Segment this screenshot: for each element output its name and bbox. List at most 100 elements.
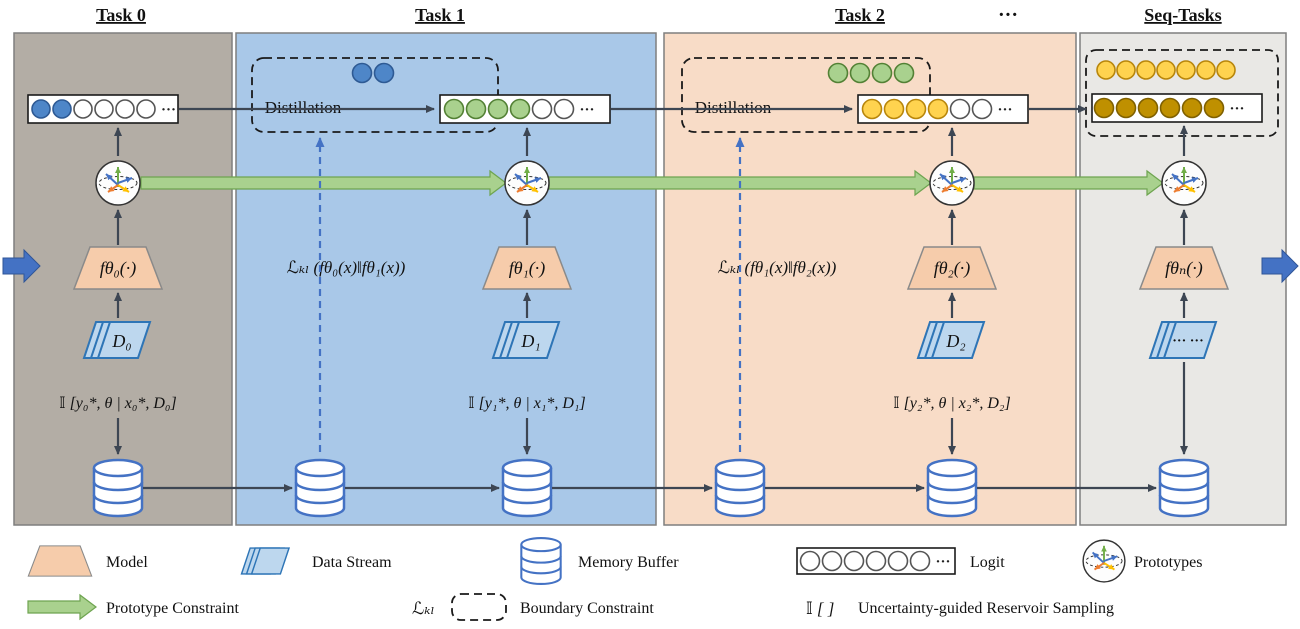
logit-circle xyxy=(1196,60,1216,80)
kl-loss-label-1-2: ℒₖₗ (fθ₁(x)‖fθ₂(x)) xyxy=(718,258,837,277)
logit-circle xyxy=(849,62,871,84)
logit-circle xyxy=(465,98,487,120)
logit-circle xyxy=(1136,60,1156,80)
seq-top-logits xyxy=(1096,60,1236,80)
logit-circle xyxy=(1181,97,1203,119)
prototype-constraint-arrow-2-N xyxy=(973,169,1164,197)
data-label-task0: D₀ xyxy=(111,331,131,351)
data-label-task2: D₂ xyxy=(945,331,965,351)
legend-prototype-constraint-icon xyxy=(27,593,97,621)
data-label-seq: ··· ··· xyxy=(1172,334,1204,349)
logit-circle xyxy=(351,62,373,84)
logits-task1: ··· xyxy=(443,98,595,120)
logit-circle xyxy=(827,62,849,84)
model-label-seq: fθₙ(·) xyxy=(1165,258,1203,279)
logit-circle xyxy=(1176,60,1196,80)
header-task1: Task 1 xyxy=(415,5,465,25)
logit-circle xyxy=(1137,97,1159,119)
logit-circle xyxy=(1203,97,1225,119)
distillation-label-task2: Distillation xyxy=(695,98,772,117)
logit-circle xyxy=(927,98,949,120)
kl-loss-label-0-1: ℒₖₗ (fθ₀(x)‖fθ₁(x)) xyxy=(287,258,406,277)
logit-circle xyxy=(909,550,931,572)
logit-circle xyxy=(893,62,915,84)
ellipsis: ··· xyxy=(998,102,1013,118)
header-task0: Task 0 xyxy=(96,5,146,25)
logit-circle xyxy=(73,99,93,119)
legend-prototype-constraint-label: Prototype Constraint xyxy=(106,600,239,617)
ellipsis: ··· xyxy=(161,102,176,118)
logit-circle xyxy=(443,98,465,120)
ellipsis: ··· xyxy=(936,554,951,570)
logit-circle xyxy=(52,99,72,119)
legend-data-stream-icon xyxy=(240,547,290,575)
sampling-label-task1: 𝕀 [y₁*, θ | x₁*, D₁] xyxy=(468,395,585,412)
logit-circle xyxy=(905,98,927,120)
prototypes-sphere-task1 xyxy=(505,161,549,205)
logit-circle xyxy=(1156,60,1176,80)
legend-prototypes-icon xyxy=(1083,540,1125,582)
distillation-label-task1: Distillation xyxy=(265,98,342,117)
header-seq-tasks: Seq-Tasks xyxy=(1144,5,1221,25)
logit-circle xyxy=(1115,97,1137,119)
logits-task2: ··· xyxy=(861,98,1013,120)
memory-buffer-task0 xyxy=(92,458,144,518)
logit-circle xyxy=(487,98,509,120)
logit-circle xyxy=(861,98,883,120)
legend-model-icon xyxy=(27,545,93,577)
legend-prototypes-label: Prototypes xyxy=(1134,554,1202,571)
legend-sampling-label: Uncertainty-guided Reservoir Sampling xyxy=(858,600,1114,617)
legend-logit-label: Logit xyxy=(970,554,1005,571)
model-label-task0: fθ₀(·) xyxy=(100,258,137,279)
logit-circle xyxy=(883,98,905,120)
legend-logit-circles: ··· xyxy=(799,550,951,572)
legend-boundary-constraint-label: Boundary Constraint xyxy=(520,600,654,617)
prototypes-sphere-seq xyxy=(1162,161,1206,205)
data-label-task1: D₁ xyxy=(520,331,540,351)
logit-circle xyxy=(115,99,135,119)
logit-circle xyxy=(1159,97,1181,119)
seq-boundary-box xyxy=(1085,49,1279,137)
memory-buffer-task2b xyxy=(926,458,978,518)
prev-logits-task1 xyxy=(827,62,915,84)
logit-circle xyxy=(865,550,887,572)
legend-memory-buffer-label: Memory Buffer xyxy=(578,554,679,571)
logit-circle xyxy=(31,99,51,119)
logit-circle xyxy=(887,550,909,572)
header-task2: Task 2 xyxy=(835,5,885,25)
logit-circle xyxy=(821,550,843,572)
legend-boundary-box-icon xyxy=(451,593,507,621)
logit-circle xyxy=(949,98,971,120)
logit-circle xyxy=(1096,60,1116,80)
logit-circle xyxy=(799,550,821,572)
logits-seq: ··· xyxy=(1093,97,1245,119)
prototypes-sphere-task2 xyxy=(930,161,974,205)
legend-sampling-symbol: 𝕀 [ ] xyxy=(806,599,834,618)
legend-memory-buffer-icon xyxy=(520,537,562,585)
logit-circle xyxy=(553,98,575,120)
memory-buffer-task1a xyxy=(294,458,346,518)
ellipsis: ··· xyxy=(580,102,595,118)
logit-circle xyxy=(843,550,865,572)
logit-circle xyxy=(1116,60,1136,80)
logit-circle xyxy=(871,62,893,84)
prototypes-sphere-task0 xyxy=(96,161,140,205)
legend-data-stream-label: Data Stream xyxy=(312,554,392,571)
logits-task0: ··· xyxy=(31,99,176,119)
logit-circle xyxy=(136,99,156,119)
logit-circle xyxy=(531,98,553,120)
memory-buffer-task1b xyxy=(501,458,553,518)
sampling-label-task0: 𝕀 [y₀*, θ | x₀*, D₀] xyxy=(59,395,176,412)
sampling-label-task2: 𝕀 [y₂*, θ | x₂*, D₂] xyxy=(893,395,1010,412)
model-label-task1: fθ₁(·) xyxy=(509,258,546,279)
legend-model-label: Model xyxy=(106,554,148,571)
prototype-constraint-arrow-0-1 xyxy=(140,169,507,197)
prev-logits-task0 xyxy=(351,62,395,84)
header-ellipsis: ··· xyxy=(998,4,1018,26)
logit-circle xyxy=(1216,60,1236,80)
legend-kl-symbol: ℒₖₗ xyxy=(412,599,435,618)
stream-in-arrow xyxy=(2,248,41,284)
logit-circle xyxy=(373,62,395,84)
